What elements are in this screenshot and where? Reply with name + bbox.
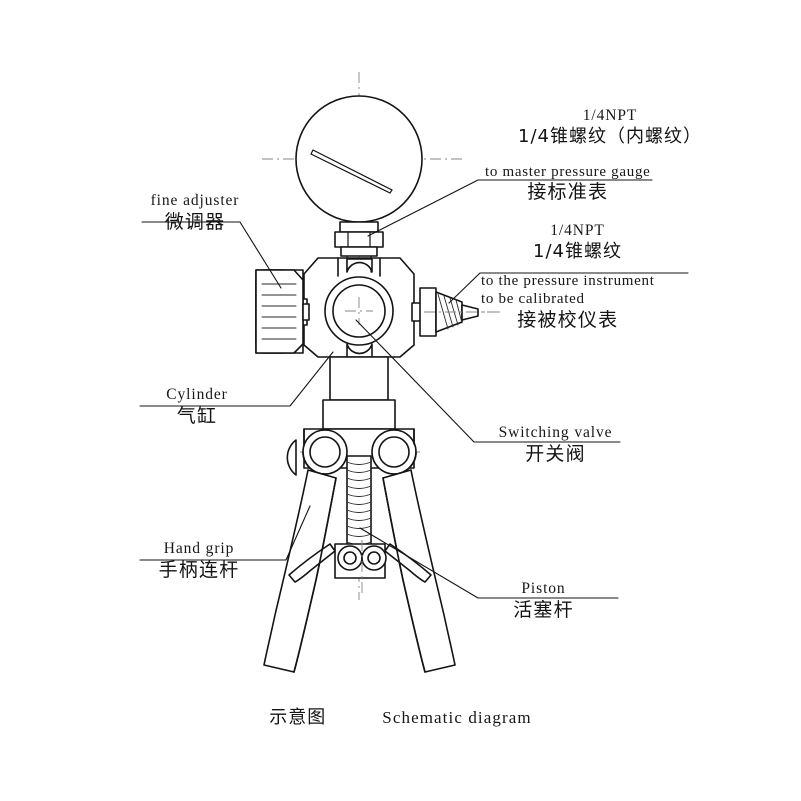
knurled-adjuster-knob	[255, 269, 310, 354]
fine-adjuster-label-en: fine adjuster	[150, 192, 240, 209]
figure-caption-cn: 示意图	[269, 707, 327, 728]
hand-grip-label-en: Hand grip	[163, 540, 235, 557]
cylinder-label-cn: 气缸	[176, 404, 218, 427]
fine-adjuster-label-cn: 微调器	[164, 210, 226, 233]
instrument-port-spec-cn: 1/4锥螺纹	[533, 240, 622, 262]
figure-caption: 示意图 Schematic diagram	[0, 703, 801, 729]
callout-piston: Piston 活塞杆	[481, 580, 606, 622]
callout-master-gauge-port: 1/4NPT 1/4锥螺纹（内螺纹）	[515, 107, 705, 148]
instrument-target-cn: 接被校仪表	[517, 308, 619, 331]
callout-master-gauge-target: to master pressure gauge 接标准表	[485, 163, 651, 204]
callout-hand-grip: Hand grip 手柄连杆	[139, 540, 259, 582]
instrument-port-spec-en: 1/4NPT	[550, 222, 605, 239]
instrument-target-en-1: to the pressure instrument	[481, 273, 655, 289]
link-pin-right	[361, 545, 387, 571]
leader-lines	[139, 179, 689, 599]
cylinder-column	[322, 356, 396, 430]
pivot-bolt-right	[371, 429, 417, 475]
callout-instrument-port: 1/4NPT 1/4锥螺纹	[490, 222, 665, 263]
switching-valve-label-en: Switching valve	[498, 424, 613, 441]
threaded-outlet-nipple	[411, 287, 492, 337]
hand-grip-label-cn: 手柄连杆	[158, 558, 240, 581]
gauge-needle	[310, 149, 393, 194]
pressure-gauge-dial	[295, 95, 423, 223]
master-port-spec-cn: 1/4锥螺纹（内螺纹）	[518, 125, 702, 147]
callout-cylinder: Cylinder 气缸	[147, 386, 247, 428]
callout-switching-valve: Switching valve 开关阀	[478, 424, 633, 466]
gauge-connector-nut	[334, 221, 384, 257]
piston-label-cn: 活塞杆	[513, 598, 574, 621]
link-pin-left	[337, 545, 363, 571]
master-port-spec-en: 1/4NPT	[582, 107, 638, 124]
callout-fine-adjuster: fine adjuster 微调器	[140, 192, 250, 234]
linkage-arm-left	[288, 543, 336, 583]
piston-label-en: Piston	[521, 580, 566, 597]
cylinder-label-en: Cylinder	[166, 386, 228, 403]
callout-instrument-target: to the pressure instrument to be calibra…	[481, 272, 655, 332]
master-port-target-cn: 接标准表	[527, 181, 609, 204]
valve-center-bore	[324, 276, 394, 346]
instrument-target-en-2: to be calibrated	[481, 291, 585, 308]
grip-contours	[293, 477, 426, 673]
switching-valve-label-cn: 开关阀	[525, 442, 586, 465]
figure-caption-en: Schematic diagram	[382, 708, 532, 727]
master-port-target-en: to master pressure gauge	[485, 164, 651, 180]
